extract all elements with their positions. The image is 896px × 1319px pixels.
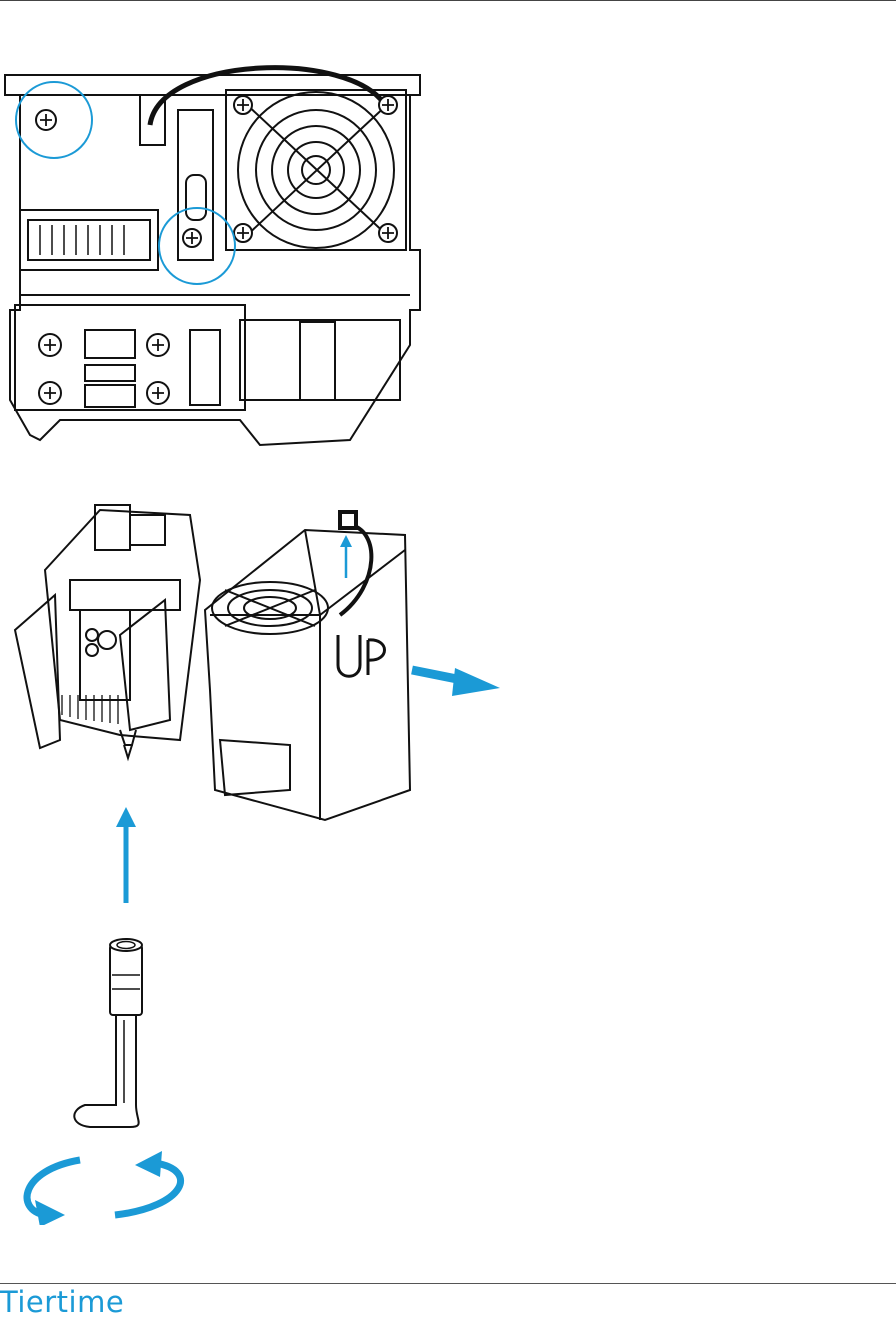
print-head-back-figure <box>0 60 430 460</box>
tiertime-logo: Tiertime <box>0 1288 124 1316</box>
nozzle-wrench-figure <box>0 775 220 1225</box>
logo-text: Tiertime <box>0 1288 124 1316</box>
footer-rule <box>0 1283 896 1284</box>
header-rule <box>0 0 896 1</box>
